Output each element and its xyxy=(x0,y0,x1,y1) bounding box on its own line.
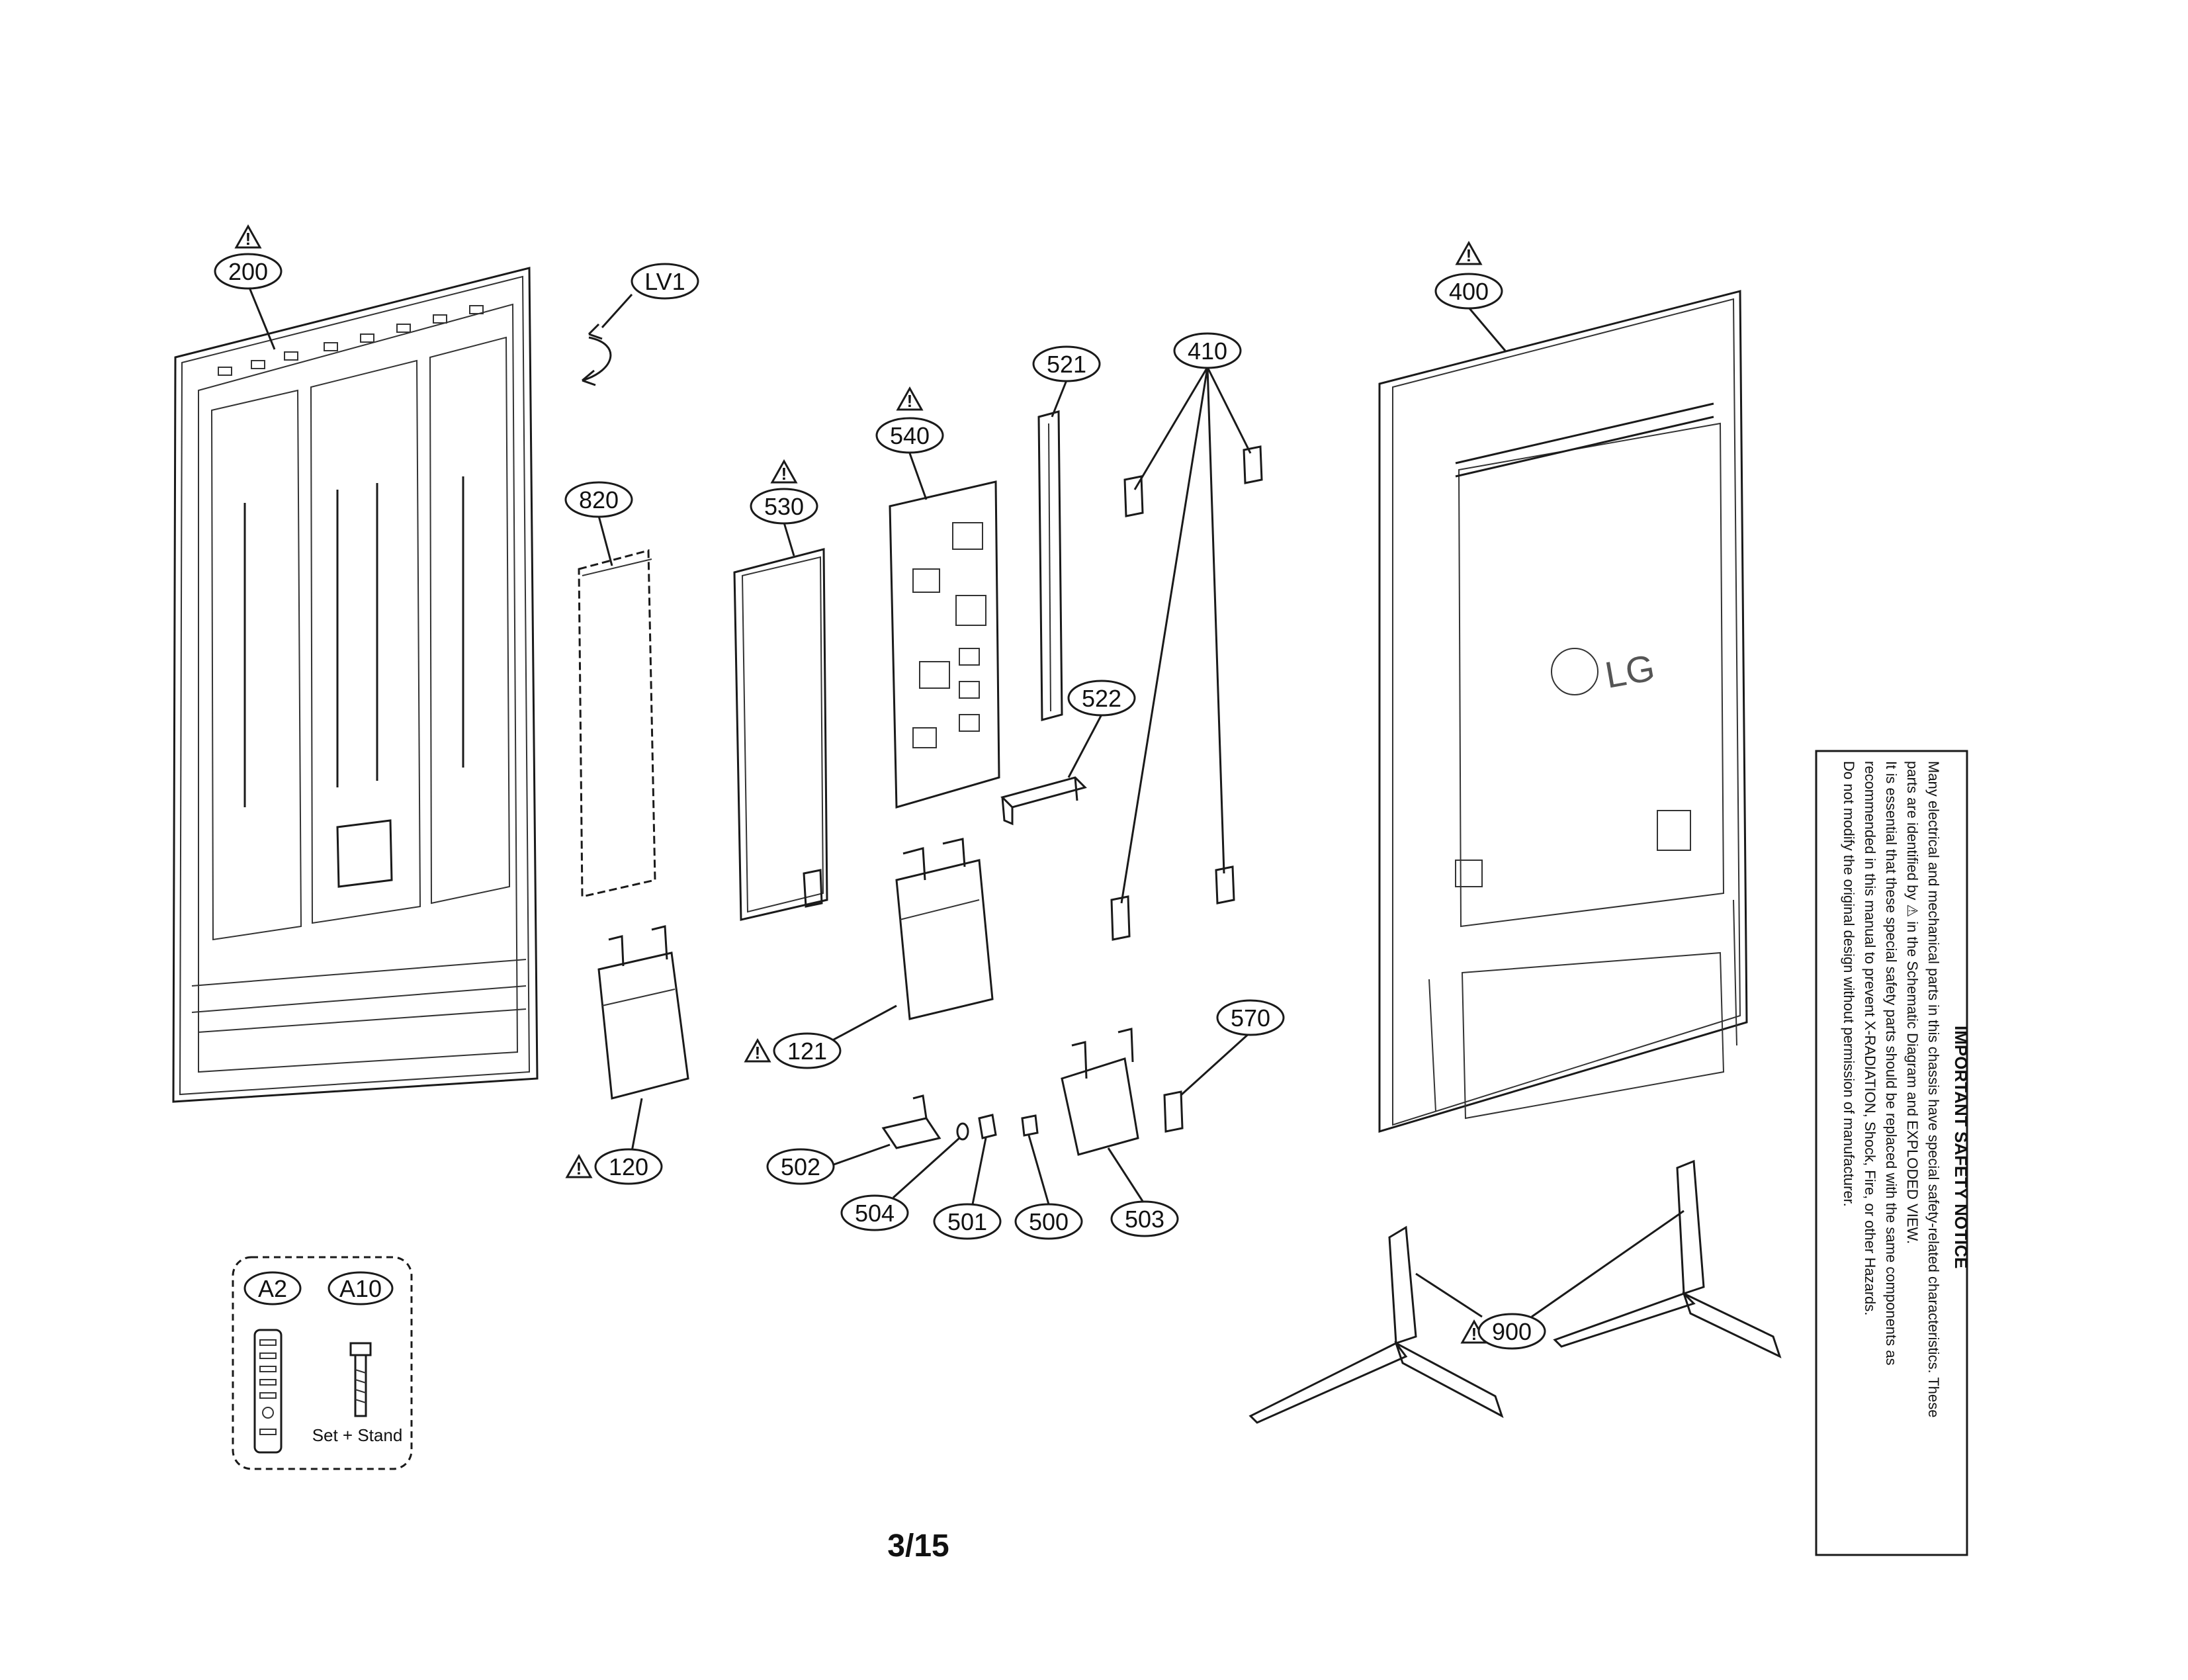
page-number: 3/15 xyxy=(887,1528,949,1564)
callout-820: 820 xyxy=(564,481,633,518)
svg-text:570: 570 xyxy=(1231,1004,1270,1032)
callout-540: 540 xyxy=(875,417,944,454)
callout-a2: A2 xyxy=(243,1271,302,1305)
part-504 xyxy=(956,1122,969,1141)
svg-text:530: 530 xyxy=(764,493,804,520)
safety-notice-box: IMPORTANT SAFETY NOTICE Many electrical … xyxy=(1815,750,1971,1556)
callout-121: 121 xyxy=(773,1032,842,1069)
callout-410: 410 xyxy=(1173,332,1242,369)
warning-900-icon: ! xyxy=(1461,1320,1487,1344)
sheet-820 xyxy=(578,549,656,898)
svg-text:900: 900 xyxy=(1492,1318,1532,1345)
board-521 xyxy=(1037,410,1063,721)
callout-502: 502 xyxy=(766,1148,835,1185)
warning-120-icon: ! xyxy=(566,1155,592,1178)
accessories-box xyxy=(232,1256,413,1470)
warning-200-icon: ! xyxy=(235,225,261,249)
connector-570 xyxy=(1163,1090,1184,1133)
svg-text:LG: LG xyxy=(1602,646,1658,696)
leader-410 xyxy=(1120,367,1252,904)
callout-200: 200 xyxy=(214,253,283,290)
svg-text:!: ! xyxy=(576,1159,582,1178)
svg-text:A10: A10 xyxy=(339,1275,382,1302)
terminal-120 xyxy=(597,925,689,1100)
warning-540-icon: ! xyxy=(897,387,923,411)
callout-500: 500 xyxy=(1014,1203,1083,1240)
svg-text:!: ! xyxy=(755,1043,761,1063)
part-500 xyxy=(1021,1114,1039,1137)
svg-text:!: ! xyxy=(1471,1324,1477,1344)
safety-notice-line-2: parts are identified by ⚠ in the Schemat… xyxy=(1904,761,1921,1244)
warning-400-icon: ! xyxy=(1456,242,1482,265)
svg-text:400: 400 xyxy=(1449,278,1489,305)
svg-text:!: ! xyxy=(245,229,251,249)
svg-text:521: 521 xyxy=(1047,351,1086,378)
warning-530-icon: ! xyxy=(771,460,797,484)
accessory-caption: Set + Stand xyxy=(312,1425,403,1445)
brackets-410 xyxy=(1110,445,1263,941)
safety-notice-line-5: Do not modify the original design withou… xyxy=(1841,761,1857,1207)
screw-a10 xyxy=(349,1342,372,1417)
svg-text:200: 200 xyxy=(228,258,268,285)
callout-501: 501 xyxy=(933,1203,1002,1240)
assembly-503 xyxy=(1061,1028,1139,1156)
svg-text:502: 502 xyxy=(781,1153,820,1180)
svg-text:503: 503 xyxy=(1125,1206,1164,1233)
stand-900-left xyxy=(1248,1225,1504,1424)
callout-900: 900 xyxy=(1477,1313,1546,1350)
safety-notice-line-4: recommended in this manual to prevent X-… xyxy=(1862,761,1878,1315)
callout-400: 400 xyxy=(1434,273,1503,310)
bracket-522 xyxy=(1000,776,1087,826)
safety-notice-title: IMPORTANT SAFETY NOTICE xyxy=(1951,1026,1971,1268)
lg-logo-icon: LG xyxy=(1551,646,1658,696)
svg-text:540: 540 xyxy=(890,422,930,449)
callout-570: 570 xyxy=(1216,999,1285,1036)
back-cover-400 xyxy=(1378,290,1748,1133)
safety-notice-line-1: Many electrical and mechanical parts in … xyxy=(1925,761,1942,1418)
bracket-502 xyxy=(881,1094,941,1149)
svg-text:500: 500 xyxy=(1029,1208,1069,1235)
svg-text:410: 410 xyxy=(1188,337,1227,365)
svg-text:!: ! xyxy=(781,464,787,484)
callout-lv1: LV1 xyxy=(631,263,699,300)
svg-text:A2: A2 xyxy=(258,1275,287,1302)
callout-504: 504 xyxy=(840,1194,909,1231)
svg-text:501: 501 xyxy=(947,1208,987,1235)
svg-text:522: 522 xyxy=(1082,685,1121,712)
remote-control-a2 xyxy=(253,1329,283,1454)
terminal-121 xyxy=(895,838,994,1020)
part-501 xyxy=(978,1114,997,1139)
svg-text:LV1: LV1 xyxy=(644,268,685,295)
safety-notice-line-3: It is essential that these special safet… xyxy=(1883,761,1900,1366)
callout-503: 503 xyxy=(1110,1200,1179,1237)
stand-900-right xyxy=(1553,1159,1782,1358)
svg-text:121: 121 xyxy=(787,1038,827,1065)
callout-530: 530 xyxy=(750,488,818,525)
rotation-arrow-icon xyxy=(582,323,612,386)
warning-121-icon: ! xyxy=(744,1039,771,1063)
callout-120: 120 xyxy=(594,1148,663,1185)
panel-module-200 xyxy=(172,267,539,1103)
svg-text:504: 504 xyxy=(855,1200,895,1227)
callout-522: 522 xyxy=(1067,680,1136,717)
svg-text:120: 120 xyxy=(609,1153,648,1180)
power-board-530 xyxy=(733,548,828,921)
svg-text:!: ! xyxy=(907,391,913,411)
callout-521: 521 xyxy=(1032,345,1101,382)
svg-text:!: ! xyxy=(1466,245,1472,265)
svg-text:820: 820 xyxy=(579,486,619,513)
main-board-540 xyxy=(889,480,1000,809)
callout-a10: A10 xyxy=(328,1271,394,1305)
